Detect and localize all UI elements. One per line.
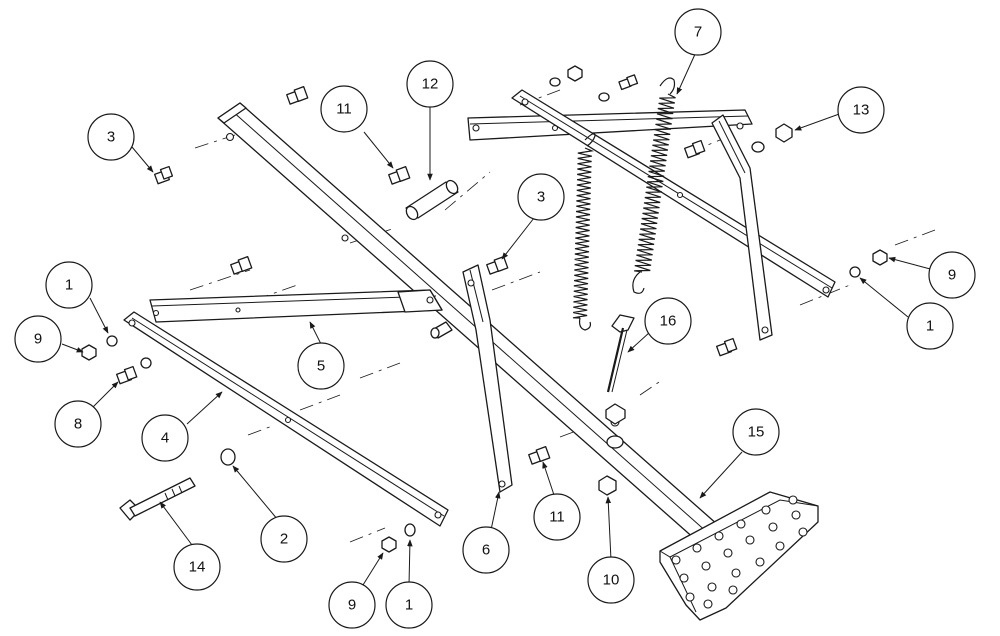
balloon-5: 5 <box>297 342 345 390</box>
balloon-12: 12 <box>406 60 454 108</box>
balloon-3-left: 3 <box>87 113 135 161</box>
balloon-label: 1 <box>926 318 934 335</box>
shoulder-bolt <box>716 337 738 357</box>
washer <box>404 523 416 537</box>
washer <box>549 77 561 87</box>
hex-nut <box>81 344 97 361</box>
small-spacer <box>430 321 453 339</box>
left-long-bar <box>123 311 449 527</box>
shoulder-bolt <box>286 86 309 105</box>
hardware <box>81 65 888 553</box>
balloon-label: 9 <box>34 331 42 348</box>
balloon-label: 11 <box>336 101 352 118</box>
balloon-11-bottom: 11 <box>533 493 581 541</box>
hairpin-pin <box>606 314 635 393</box>
balloon-9-right: 9 <box>928 251 976 299</box>
balloon-label: 13 <box>853 102 870 119</box>
step-plate-holes <box>671 495 808 609</box>
balloon-7: 7 <box>674 8 722 56</box>
balloon-label: 8 <box>74 416 82 433</box>
balloon-label: 9 <box>348 597 356 614</box>
balloon-label: 1 <box>405 597 413 614</box>
balloon-label: 3 <box>107 129 115 146</box>
balloon-2: 2 <box>260 515 308 563</box>
balloon-13: 13 <box>837 86 885 134</box>
balloon-14: 14 <box>173 543 221 591</box>
right-angled-link <box>711 114 773 341</box>
balloon-label: 9 <box>948 267 956 284</box>
step-plate <box>659 491 819 621</box>
spring-left <box>572 133 596 331</box>
balloon-1-left: 1 <box>45 261 93 309</box>
balloon-1-bottom: 1 <box>385 581 433 629</box>
balloon-1-right: 1 <box>906 302 954 350</box>
balloon-label: 15 <box>748 424 765 441</box>
balloon-4: 4 <box>141 414 189 462</box>
spacer-tube <box>405 179 459 221</box>
assembly-axes <box>189 89 936 543</box>
shoulder-bolt <box>486 256 509 275</box>
balloon-8: 8 <box>54 400 102 448</box>
upper-right-bar <box>467 109 753 141</box>
balloon-9-left: 9 <box>14 315 62 363</box>
shoulder-bolt <box>528 446 551 465</box>
washer <box>849 266 861 278</box>
hex-nut <box>872 249 888 266</box>
balloon-label: 16 <box>660 313 677 330</box>
spring-right <box>632 77 676 294</box>
balloon-label: 12 <box>422 76 439 93</box>
balloon-3-center: 3 <box>517 173 565 221</box>
washer <box>140 357 152 369</box>
shoulder-bolt <box>154 165 174 185</box>
vertical-link <box>462 264 513 493</box>
balloon-label: 14 <box>189 559 206 576</box>
balloon-label: 1 <box>65 277 73 294</box>
hex-nut <box>605 403 626 425</box>
balloon-11-top: 11 <box>320 85 368 133</box>
shoulder-bolt <box>230 256 253 275</box>
shoulder-bolt <box>684 139 706 159</box>
balloon-6: 6 <box>462 526 510 574</box>
washer <box>220 448 236 466</box>
left-short-bar <box>149 289 443 323</box>
balloon-label: 2 <box>280 531 288 548</box>
balloon-10: 10 <box>587 556 635 604</box>
balloon-label: 7 <box>694 24 702 41</box>
shoulder-bolt <box>618 74 639 91</box>
leader-lines <box>61 51 935 586</box>
shoulder-bolt <box>116 365 138 385</box>
shoulder-bolt <box>388 166 411 185</box>
hex-nut <box>598 475 617 496</box>
hex-nut <box>567 65 583 82</box>
hex-nut <box>381 536 397 553</box>
washer <box>751 141 765 153</box>
washer <box>598 92 610 102</box>
long-bolt <box>119 477 196 521</box>
balloon-16: 16 <box>644 297 692 345</box>
balloon-label: 11 <box>549 509 565 526</box>
balloon-label: 3 <box>537 189 545 206</box>
balloon-label: 4 <box>161 430 169 447</box>
washer <box>606 435 624 449</box>
balloon-9-bottom: 9 <box>328 581 376 629</box>
washer <box>106 335 118 347</box>
balloon-label: 10 <box>603 572 620 589</box>
balloon-15: 15 <box>732 408 780 456</box>
balloon-label: 6 <box>482 542 490 559</box>
hex-nut <box>775 123 793 143</box>
balloon-label: 5 <box>317 358 325 375</box>
